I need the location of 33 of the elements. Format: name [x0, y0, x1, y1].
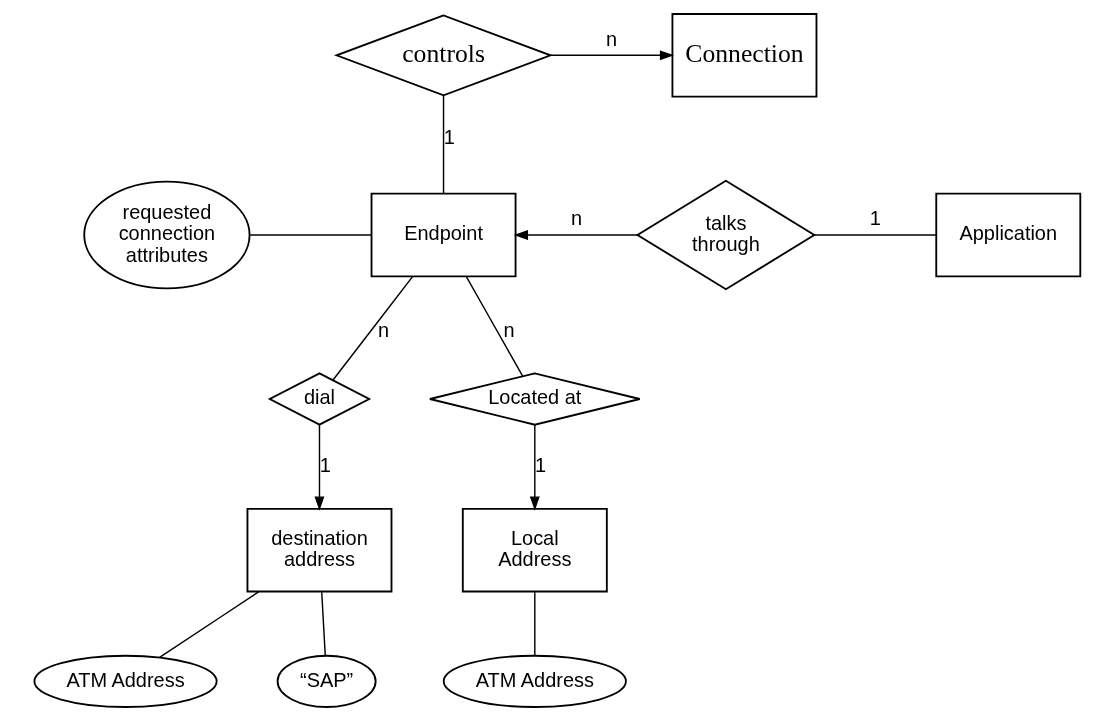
node-box: Connection	[671, 13, 818, 98]
connector	[158, 591, 260, 659]
arrow	[314, 424, 325, 511]
connector	[465, 275, 524, 377]
node-box: Endpoint	[370, 192, 517, 278]
edge-label: 1	[443, 126, 455, 149]
connector	[249, 234, 373, 236]
node-box: Application	[935, 192, 1082, 278]
connector	[534, 591, 536, 657]
connector	[332, 275, 414, 381]
arrow	[550, 50, 675, 61]
node-diamond: talks through	[635, 179, 817, 291]
edge-label: n	[605, 27, 618, 50]
node-box: destination address	[246, 507, 393, 593]
node-diamond: controls	[333, 14, 554, 97]
edge-label: 1	[534, 454, 547, 477]
node-diamond: Located at	[429, 372, 641, 426]
arrow	[513, 230, 638, 240]
connector	[813, 234, 937, 236]
edge-label: 1	[319, 454, 331, 477]
node-diamond: dial	[267, 372, 372, 426]
node-ellipse: “SAP”	[276, 654, 377, 708]
edge-label: n	[378, 318, 390, 341]
edge-label: n	[570, 207, 583, 230]
connector	[321, 591, 326, 657]
edge-label: n	[503, 318, 515, 341]
arrow	[529, 424, 540, 511]
node-ellipse: ATM Address	[33, 654, 218, 708]
node-ellipse: ATM Address	[442, 654, 627, 708]
node-ellipse: requested connection attributes	[83, 180, 251, 290]
edge-label: 1	[869, 207, 881, 230]
node-box: Local Address	[461, 507, 608, 593]
connector	[442, 94, 445, 195]
